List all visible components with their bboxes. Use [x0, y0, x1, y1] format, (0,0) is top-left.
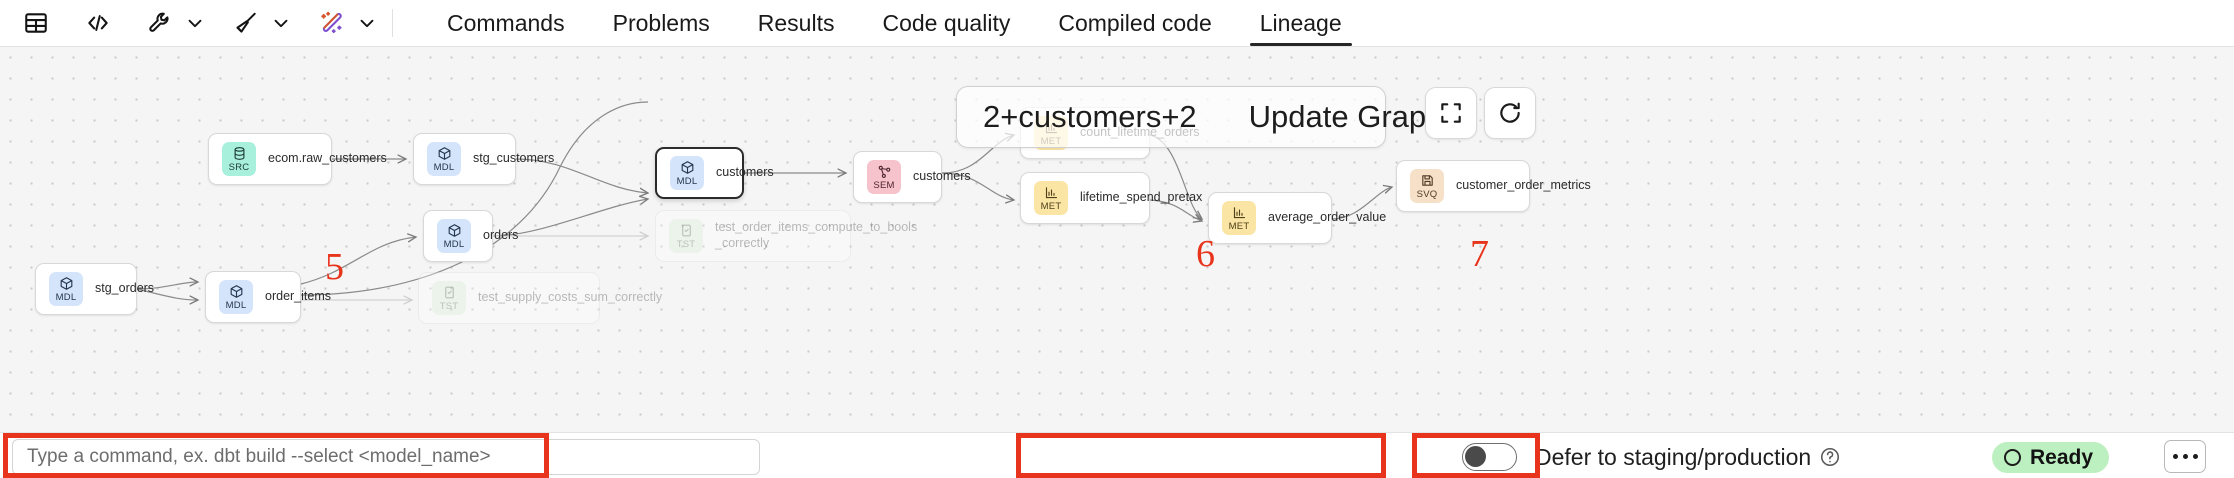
node-label: test_supply_costs_sum_correctly — [478, 290, 663, 305]
mdl-badge-label: MDL — [676, 175, 698, 187]
node-label: test_order_items_compute_to_bools _corre… — [715, 220, 918, 250]
broom-icon[interactable] — [224, 5, 268, 41]
lineage-node-lifetime-spend-pretax[interactable]: MET lifetime_spend_pretax — [1020, 172, 1202, 224]
tab-problems[interactable]: Problems — [612, 9, 710, 36]
sem-badge-icon: SEM — [867, 160, 901, 194]
lineage-node-customer-order-metrics[interactable]: SVQ customer_order_metrics — [1396, 160, 1591, 212]
more-options-button[interactable] — [2164, 440, 2206, 473]
node-label: lifetime_spend_pretax — [1080, 190, 1203, 205]
lineage-node-test-supply-costs[interactable]: TST test_supply_costs_sum_correctly — [418, 272, 662, 324]
mdl-badge-label: MDL — [225, 299, 247, 311]
defer-label: Defer to staging/production — [1535, 443, 1812, 470]
svq-badge-label: SVQ — [1416, 188, 1438, 200]
lineage-node-orders[interactable]: MDL orders — [423, 210, 518, 262]
tst-badge-label: TST — [439, 300, 459, 312]
tab-lineage[interactable]: Lineage — [1236, 0, 1366, 46]
wrench-icon[interactable] — [138, 5, 182, 41]
met-badge-icon: MET — [1222, 201, 1256, 235]
lineage-graph-canvas[interactable]: SRC ecom.raw_customers MDL stg_customers… — [0, 47, 2234, 432]
refresh-button[interactable] — [1484, 87, 1536, 139]
tab-compiled-code[interactable]: Compiled code — [1058, 9, 1212, 36]
mdl-badge-label: MDL — [55, 291, 77, 303]
node-label: stg_orders — [95, 281, 155, 296]
toolbar: Commands Problems Results Code quality C… — [0, 0, 2234, 47]
lineage-node-order-items[interactable]: MDL order_items — [205, 271, 331, 323]
more-dot-icon — [2172, 454, 2178, 459]
mdl-badge-label: MDL — [433, 161, 455, 173]
sem-badge-label: SEM — [873, 179, 895, 191]
graph-selector-value[interactable]: 2+customers+2 — [983, 99, 1197, 134]
wrench-chevron-down-icon[interactable] — [184, 12, 206, 34]
lineage-node-customers-semantic[interactable]: SEM customers — [853, 151, 971, 203]
met-badge-icon: MET — [1034, 181, 1068, 215]
mdl-badge-label: MDL — [443, 238, 465, 250]
defer-toggle[interactable] — [1462, 443, 1517, 471]
src-badge-label: SRC — [228, 161, 250, 173]
node-label: average_order_value — [1268, 210, 1387, 225]
toolbar-divider — [392, 9, 393, 37]
code-view-icon[interactable] — [76, 5, 120, 41]
mdl-badge-icon: MDL — [437, 219, 471, 253]
tst-badge-icon: TST — [669, 219, 703, 253]
status-circle-icon — [2004, 449, 2021, 466]
src-badge-icon: SRC — [222, 142, 256, 176]
more-dot-icon — [2192, 454, 2198, 459]
lineage-node-stg-customers[interactable]: MDL stg_customers — [413, 133, 554, 185]
lineage-node-test-order-items[interactable]: TST test_order_items_compute_to_bools _c… — [655, 210, 917, 262]
status-bar: Defer to staging/production Ready — [0, 432, 2234, 478]
tab-bar: Commands Problems Results Code quality C… — [423, 0, 1366, 46]
node-label: ecom.raw_customers — [268, 151, 387, 166]
tst-badge-label: TST — [676, 238, 696, 250]
lineage-node-average-order-value[interactable]: MET average_order_value — [1208, 192, 1386, 244]
met-badge-label: MET — [1228, 220, 1250, 232]
magic-wand-icon[interactable] — [310, 5, 354, 41]
mdl-badge-icon: MDL — [670, 156, 704, 190]
fullscreen-button[interactable] — [1425, 87, 1477, 139]
defer-control-group: Defer to staging/production — [1462, 443, 1841, 471]
node-label: customer_order_metrics — [1456, 178, 1591, 193]
lineage-node-customers-model[interactable]: MDL customers — [655, 147, 774, 199]
toolbar-icon-group — [0, 0, 407, 46]
broom-chevron-down-icon[interactable] — [270, 12, 292, 34]
tst-badge-icon: TST — [432, 281, 466, 315]
node-label: customers — [913, 169, 971, 184]
magic-wand-chevron-down-icon[interactable] — [356, 12, 378, 34]
lineage-node-ecom-raw-customers[interactable]: SRC ecom.raw_customers — [208, 133, 387, 185]
node-label: orders — [483, 228, 519, 243]
tab-code-quality[interactable]: Code quality — [882, 9, 1011, 36]
table-view-icon[interactable] — [14, 5, 58, 41]
command-input[interactable] — [12, 439, 760, 475]
status-badge-label: Ready — [2030, 445, 2094, 469]
status-badge[interactable]: Ready — [1992, 442, 2110, 473]
more-dot-icon — [2182, 454, 2188, 459]
mdl-badge-icon: MDL — [219, 280, 253, 314]
met-badge-label: MET — [1040, 200, 1062, 212]
mdl-badge-icon: MDL — [49, 272, 83, 306]
mdl-badge-icon: MDL — [427, 142, 461, 176]
toggle-knob — [1465, 446, 1486, 467]
node-label: order_items — [265, 289, 331, 304]
svq-badge-icon: SVQ — [1410, 169, 1444, 203]
update-graph-button[interactable]: Update Graph — [1248, 99, 1444, 134]
node-label: stg_customers — [473, 151, 555, 166]
tab-results[interactable]: Results — [757, 9, 835, 36]
tab-commands[interactable]: Commands — [447, 9, 565, 36]
lineage-node-stg-orders[interactable]: MDL stg_orders — [35, 263, 154, 315]
graph-selector-overlay: 2+customers+2 Update Graph — [956, 86, 1443, 148]
node-label: customers — [716, 165, 774, 180]
help-icon[interactable] — [1819, 446, 1841, 468]
